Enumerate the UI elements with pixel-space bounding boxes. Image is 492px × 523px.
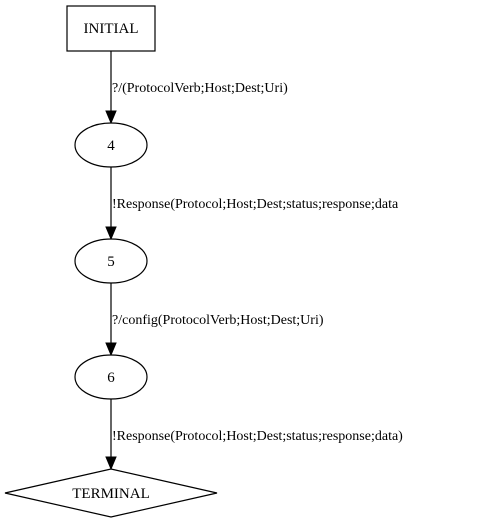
- node-state-5-label: 5: [107, 254, 115, 270]
- node-state-4: 4: [74, 122, 148, 168]
- edge-5-to-6-arrowhead: [105, 342, 117, 357]
- node-initial-label: INITIAL: [84, 21, 139, 37]
- edge-4-to-5-arrowhead: [105, 226, 117, 241]
- edge-5-to-6: ?/config(ProtocolVerb;Host;Dest;Uri): [105, 283, 324, 357]
- edge-6-to-terminal: !Response(Protocol;Host;Dest;status;resp…: [105, 399, 403, 471]
- edge-4-to-5-label: !Response(Protocol;Host;Dest;status;resp…: [112, 197, 399, 212]
- edge-4-to-5: !Response(Protocol;Host;Dest;status;resp…: [105, 167, 399, 241]
- node-state-5: 5: [74, 238, 148, 284]
- edge-initial-to-4-label: ?/(ProtocolVerb;Host;Dest;Uri): [112, 81, 288, 96]
- node-terminal-diamond: [4, 468, 218, 518]
- node-terminal-label: TERMINAL: [72, 486, 150, 502]
- edge-6-to-terminal-label: !Response(Protocol;Host;Dest;status;resp…: [112, 429, 403, 444]
- edge-initial-to-4-arrowhead: [105, 110, 117, 125]
- node-initial: INITIAL: [66, 5, 156, 52]
- node-state-6-label: 6: [107, 370, 115, 386]
- edge-6-to-terminal-arrowhead: [105, 456, 117, 471]
- edge-5-to-6-label: ?/config(ProtocolVerb;Host;Dest;Uri): [112, 313, 324, 328]
- node-terminal: TERMINAL: [4, 468, 218, 518]
- node-state-6: 6: [74, 354, 148, 400]
- node-state-4-label: 4: [107, 138, 115, 154]
- edge-initial-to-4: ?/(ProtocolVerb;Host;Dest;Uri): [105, 51, 288, 125]
- node-initial-box: [66, 5, 156, 52]
